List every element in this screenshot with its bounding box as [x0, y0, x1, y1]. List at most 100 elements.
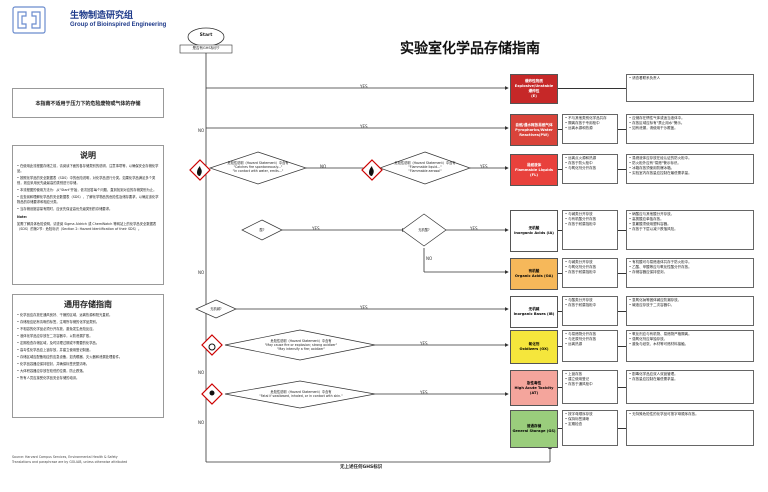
category-notes: • 易燃液体应存放在经认证的防火柜中。• 防火柜外应有"易燃"警示标识。• 冰箱… — [626, 154, 754, 184]
storage-list-item: • 与酸类分开存放 — [565, 298, 593, 302]
general-item: • 化学品应存放在通风良好、干燥的区域，远离热源和阳光直射。 — [17, 313, 113, 317]
scope-note: 本指南不适用于压力下的危险废物或气体的存储 — [35, 100, 141, 107]
yes-label-ox: YES — [420, 341, 428, 346]
q-oxidizer-text: 危险性说明（Hazard Statement）中含有 "May cause fi… — [264, 339, 338, 351]
q-base-text: 无机碱? — [210, 307, 222, 311]
general-item: • 存储区域应配备相应的应急设备，如洗眼器、灭火器和泄漏处理套件。 — [17, 355, 123, 359]
storage-list-item: • 隔离存放于专用柜中 — [565, 121, 600, 125]
category-box: 爆炸性物质 Explosive/Unstable 爆炸性 (E) — [510, 74, 558, 104]
general-item: • 不相容的化学品必须分开存放，避免发生危险反应。 — [17, 327, 96, 331]
q-acid-diamond — [241, 219, 283, 241]
q-base-diamond — [195, 299, 237, 319]
description-title: 说明 — [80, 151, 96, 160]
no-label-2: NO — [320, 164, 327, 169]
general-list: • 化学品应存放在通风良好、干燥的区域，远离热源和阳光直射。• 存储柜应贴有清晰… — [13, 313, 163, 381]
general-title: 通用存储指南 — [64, 300, 112, 309]
storage-list-item: • 存放于耐腐蚀柜中 — [565, 222, 597, 226]
storage-list-item: • 定期检查 — [565, 422, 583, 426]
category-note-item: • 有机酸可与易燃液体共存于防火柜中。 — [629, 260, 692, 264]
description-item: • 应查阅和理解化学品的安全数据表（SDS），了解化学物品的危险性及储存要求，以… — [17, 195, 159, 204]
storage-list-item: • 与氧化剂分开存放 — [565, 265, 597, 269]
connector-line — [556, 88, 626, 89]
flame-hazard-icon-2 — [361, 159, 383, 181]
category-note-item: • 高氯酸应单独存放。 — [629, 217, 664, 221]
category-storage-list: • 与酸类分开存放• 存放于耐腐蚀柜中 — [562, 296, 618, 326]
category-note-item: • 存放区域应标有"禁止用水"警示。 — [629, 121, 685, 125]
yes-label-tox: YES — [420, 390, 428, 395]
storage-list-item: • 建立使用登记 — [565, 377, 590, 381]
category-notes: • 应储存在惰性气体或适当液体中。• 存放区域应标有"禁止用水"警示。• 如有泄… — [626, 114, 754, 144]
logo-icon — [12, 6, 46, 34]
storage-list-item: • 上锁存放 — [565, 372, 583, 376]
storage-list-item: • 存放于耐腐蚀柜中 — [565, 303, 597, 307]
storage-list-item: • 与易燃物分开存放 — [565, 332, 597, 336]
yes-label-base: YES — [360, 305, 368, 310]
storage-list-item: • 与氧化剂分开存放 — [565, 166, 597, 170]
general-item: • 定期检查存储区域，及时清理过期或不需要的化学品。 — [17, 341, 100, 345]
category-note-item: • 碱液应存放于二次容器中。 — [629, 303, 675, 307]
storage-list-item: • 存放于通风柜中 — [565, 382, 593, 386]
general-item: • 高毒性化学品应上锁存放，并建立使用登记制度。 — [17, 348, 93, 352]
category-note-item: • 请查看联系负责人 — [629, 76, 661, 80]
category-storage-list: • 上锁存放• 建立使用登记• 存放于通风柜中 — [562, 370, 618, 404]
no-label-tox: NO — [198, 420, 205, 425]
note-label: Note: — [17, 215, 28, 219]
no-ghs-bottom: 无上述任何GHS标识 — [340, 465, 383, 470]
category-note-item: • 存放量应控制在最低需求量。 — [629, 377, 678, 381]
description-item: • 在使用此流程图存储之前，请阅读下面的各存储类别的说明、注意事项等，以确保安全… — [17, 164, 159, 173]
category-notes: • 请查看联系负责人 — [626, 74, 754, 102]
no-label-1: NO — [198, 128, 205, 133]
lab-name-en: Group of Bioinspired Engineering — [70, 22, 167, 28]
storage-list-item: • 远离热源 — [565, 342, 583, 346]
yes-label-inorg: YES — [470, 226, 478, 231]
description-list: • 在使用此流程图存储之前，请阅读下面的各存储类别的说明、注意事项等，以确保安全… — [13, 164, 163, 212]
category-storage-list: • 与碱类分开存放• 与氧化剂分开存放• 存放于耐腐蚀柜中 — [562, 258, 618, 288]
storage-list-item: • 存放于防火柜中 — [565, 161, 593, 165]
description-item: • 本流程图的使用方法为：从"Start"开始，依次回答每个问题，直到找到对应的… — [17, 188, 157, 192]
q-toxic-diamond — [224, 380, 376, 409]
category-storage-list: • 与易燃物分开存放• 与还原剂分开存放• 远离热源 — [562, 330, 618, 362]
q-inorganic-text: 无机酸? — [418, 228, 430, 232]
no-label-acid: NO — [198, 270, 205, 275]
storage-list-item: • 与碱类分开存放 — [565, 260, 593, 264]
category-box: 无机碱 Inorganic Bases (IB) — [510, 296, 558, 328]
category-note-item: • 易燃液体应存放在经认证的防火柜中。 — [629, 156, 692, 160]
general-item: • 液体化学品应存放在二次容器中，以防泄漏扩散。 — [17, 334, 93, 338]
start-question-box — [179, 44, 233, 54]
category-note-item: • 无特殊危险性的化学品可按字母顺序存放。 — [629, 412, 699, 416]
storage-list-item: • 与碱类分开存放 — [565, 212, 593, 216]
category-note-item: • 氢氟酸须使用塑料容器。 — [629, 222, 671, 226]
general-item: • 所有人员应接受化学品安全存储的培训。 — [17, 376, 80, 380]
storage-list-item: • 与还原剂分开存放 — [565, 337, 597, 341]
category-box: 氧化剂 Oxidizers (OX) — [510, 330, 558, 364]
category-note-item: • 如有泄漏，请使用干沙覆盖。 — [629, 126, 678, 130]
category-notes: • 剧毒化学品应双人双锁管理。• 存放量应控制在最低需求量。 — [626, 370, 754, 404]
storage-list-item: • 远离点火源和热源 — [565, 156, 597, 160]
q-inorganic-diamond — [401, 213, 447, 247]
general-item: • 化学品容器应保持密封，并确保标签完整清晰。 — [17, 362, 90, 366]
category-note-item: • 冰箱存放须使用防爆冰箱。 — [629, 166, 675, 170]
category-note-item: • 应储存在惰性气体或适当液体中。 — [629, 116, 685, 120]
category-note-item: • 强氧化剂应单独存放。 — [629, 337, 668, 341]
page-title: 实验室化学品存储指南 — [400, 41, 540, 57]
general-guide-box: 通用存储指南 • 化学品应存放在通风良好、干燥的区域，远离热源和阳光直射。• 存… — [12, 294, 164, 418]
category-note-item: • 避免与纸张、木材等可燃材料接触。 — [629, 342, 689, 346]
start-label: Start — [199, 33, 213, 38]
category-note-item: • 氧化剂应与有机物、易燃物严格隔离。 — [629, 332, 692, 336]
description-box: 说明 • 在使用此流程图存储之前，请阅读下面的各存储类别的说明、注意事项等，以确… — [12, 145, 164, 285]
no-label-inorg: NO — [426, 256, 433, 261]
category-box: 无机酸 Inorganic Acids (IA) — [510, 210, 558, 252]
storage-list-item: • 保持标签清晰 — [565, 417, 590, 421]
note-text: 如需了解具体危险说明，请查阅 Sigma Aldrich 或 ChemWatch… — [17, 222, 157, 231]
start-question: 是否有GHS标识? — [192, 46, 220, 50]
q-acid-text: 酸? — [259, 228, 265, 232]
category-box: 易燃液体 Flammable Liquids (FL) — [510, 154, 558, 186]
category-box: 自燃/遇水释放易燃气体 Pyrophorics/Water Reactives(… — [510, 114, 558, 146]
storage-list-item: • 与有机酸分开存放 — [565, 217, 597, 221]
q-toxic-text: 危险性说明（Hazard Statement）中含有 "Fatal if swa… — [259, 390, 343, 398]
no-label-ox: NO — [198, 370, 205, 375]
category-storage-list: • 与碱类分开存放• 与有机酸分开存放• 存放于耐腐蚀柜中 — [562, 210, 618, 250]
category-notes: • 氧化剂应与有机物、易燃物严格隔离。• 强氧化剂应单独存放。• 避免与纸张、木… — [626, 330, 754, 362]
category-note-item: • 硝酸应与其他酸分开存放。 — [629, 212, 675, 216]
